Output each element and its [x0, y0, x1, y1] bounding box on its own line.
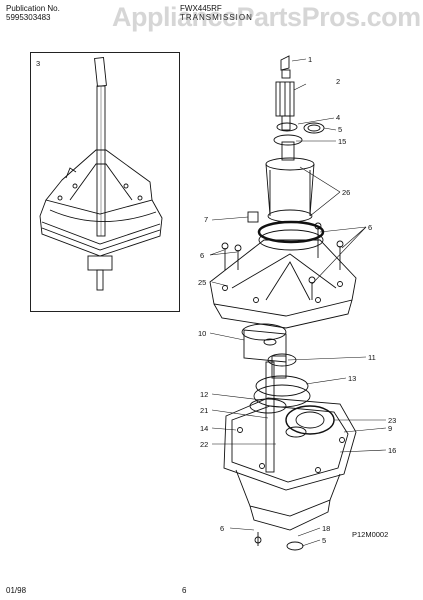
callout-13: 13 [348, 374, 356, 383]
callout-16: 16 [388, 446, 396, 455]
callout-11: 11 [368, 353, 376, 362]
callout-7: 7 [204, 215, 208, 224]
callout-21: 21 [200, 406, 208, 415]
leader-lines [209, 58, 387, 547]
cover-screws [221, 211, 344, 300]
transmission-cover [209, 239, 357, 329]
figure-code: P12M0002 [352, 530, 388, 539]
shaft-top-parts [273, 55, 325, 161]
callout-5-top: 5 [338, 125, 342, 134]
callout-6-bottom: 6 [220, 524, 224, 533]
callout-22: 22 [200, 440, 208, 449]
tube-and-bearing [257, 157, 325, 251]
inset-transmission-drawing [39, 57, 163, 291]
callout-25: 25 [198, 278, 206, 287]
callout-14: 14 [200, 424, 208, 433]
callouts: 3 1 2 4 5 15 26 7 6 6 25 10 11 13 12 21 … [36, 55, 396, 545]
callout-26-top: 26 [342, 188, 350, 197]
callout-12: 12 [200, 390, 208, 399]
watermark: AppliancePartsPros.com [112, 2, 421, 32]
callout-23: 23 [388, 416, 396, 425]
gear-case [223, 397, 357, 551]
callout-6-right: 6 [368, 223, 372, 232]
footer-page: 6 [182, 586, 187, 595]
inset-box [30, 52, 180, 312]
callout-10: 10 [198, 329, 206, 338]
inset-number: 3 [36, 59, 40, 68]
callout-9: 9 [388, 424, 392, 433]
callout-6-left: 6 [200, 251, 204, 260]
callout-4: 4 [336, 113, 340, 122]
internal-gears [241, 323, 335, 473]
publication-number: 5995303483 [6, 13, 51, 22]
callout-18: 18 [322, 524, 330, 533]
model-number: FWX445RF [180, 4, 222, 13]
callout-2: 2 [336, 77, 340, 86]
publication-label: Publication No. [6, 4, 60, 13]
section-title: TRANSMISSION [180, 13, 253, 22]
callout-15: 15 [338, 137, 346, 146]
callout-1: 1 [308, 55, 312, 64]
callout-5-bottom: 5 [322, 536, 326, 545]
footer-date: 01/98 [6, 586, 27, 595]
